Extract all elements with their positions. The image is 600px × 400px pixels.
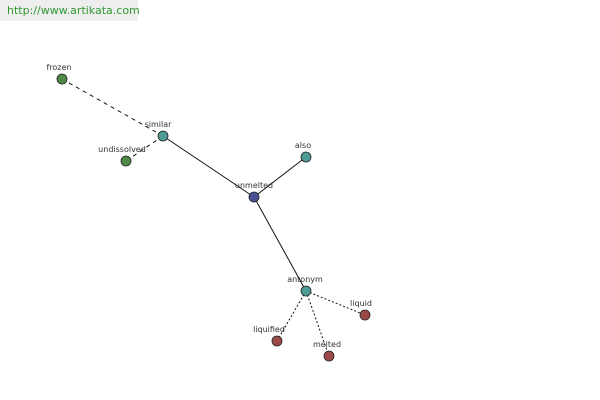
- node-antonym[interactable]: antonym: [287, 275, 323, 297]
- site-url-banner[interactable]: http://www.artikata.com: [0, 0, 140, 21]
- node-dot-liquid[interactable]: [359, 309, 371, 321]
- node-dot-unmelted[interactable]: [248, 191, 260, 203]
- edges-layer: [61, 78, 366, 357]
- node-also[interactable]: also: [295, 141, 312, 163]
- node-unmelted[interactable]: unmelted: [235, 181, 273, 203]
- node-dot-antonym[interactable]: [300, 285, 312, 297]
- node-dot-frozen[interactable]: [56, 73, 68, 85]
- node-dot-similar[interactable]: [157, 130, 169, 142]
- node-label-undissolved[interactable]: undissolved: [98, 145, 146, 154]
- nodes-layer: unmelted similar also antonym frozen undissol…: [46, 63, 372, 362]
- edge-antonym-liquid: [305, 290, 366, 316]
- node-label-unmelted[interactable]: unmelted: [235, 181, 273, 190]
- node-dot-melted[interactable]: [323, 350, 335, 362]
- edge-unmelted-similar: [162, 135, 255, 198]
- node-label-liquid[interactable]: liquid: [350, 299, 372, 308]
- node-liquified[interactable]: liquified: [253, 325, 285, 347]
- node-label-melted[interactable]: melted: [313, 340, 341, 349]
- node-label-frozen[interactable]: frozen: [46, 63, 71, 72]
- node-label-also[interactable]: also: [295, 141, 311, 150]
- edge-antonym-liquified: [276, 290, 307, 342]
- node-similar[interactable]: similar: [145, 120, 173, 142]
- node-label-liquified[interactable]: liquified: [253, 325, 285, 334]
- node-undissolved[interactable]: undissolved: [98, 145, 146, 167]
- node-label-antonym[interactable]: antonym: [287, 275, 323, 284]
- node-liquid[interactable]: liquid: [350, 299, 372, 321]
- edge-unmelted-also: [253, 156, 307, 198]
- node-melted[interactable]: melted: [313, 340, 341, 362]
- node-dot-liquified[interactable]: [271, 335, 283, 347]
- node-label-similar[interactable]: similar: [145, 120, 173, 129]
- node-frozen[interactable]: frozen: [46, 63, 72, 85]
- edge-antonym-melted: [305, 290, 330, 357]
- edge-unmelted-antonym: [253, 196, 307, 292]
- node-dot-undissolved[interactable]: [120, 155, 132, 167]
- node-dot-also[interactable]: [300, 151, 312, 163]
- edge-similar-frozen: [61, 78, 164, 137]
